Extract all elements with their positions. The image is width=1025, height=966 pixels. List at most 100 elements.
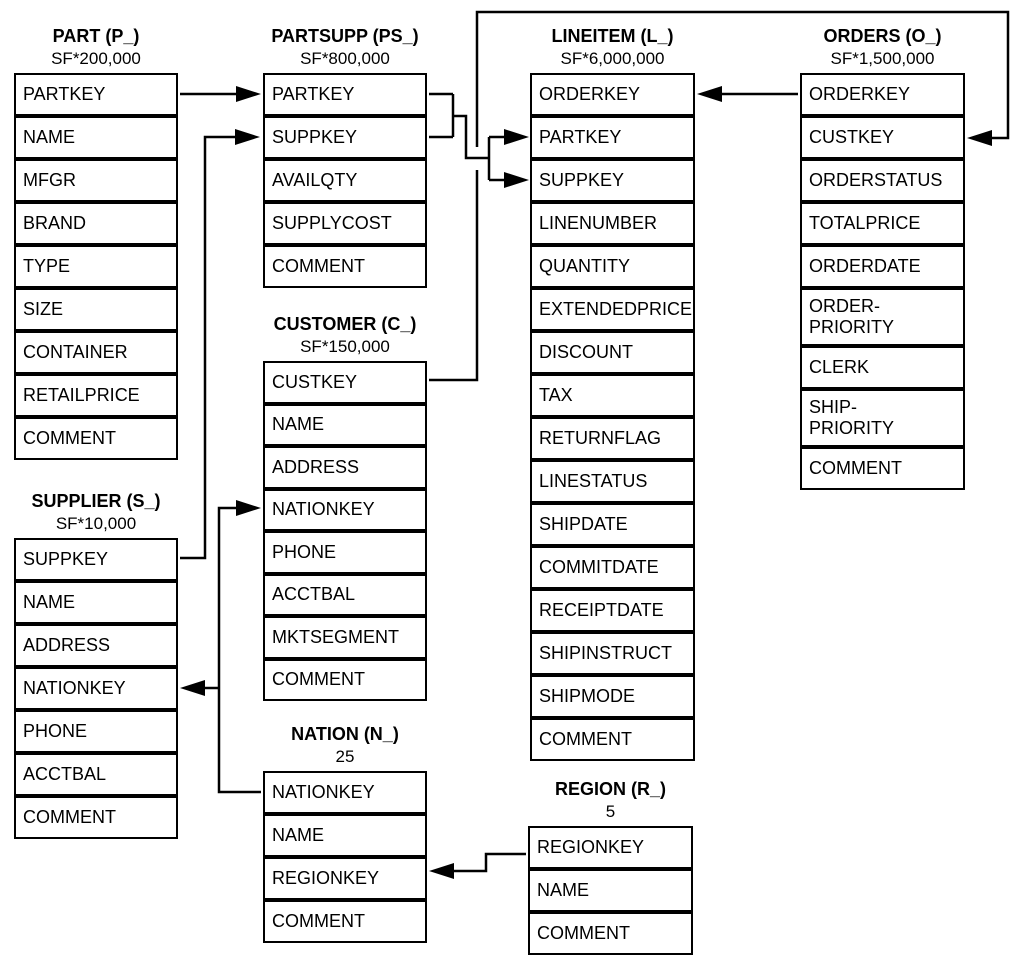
field-label: COMMENT (539, 729, 632, 749)
field-label: COMMENT (809, 458, 902, 478)
table-rows: ORDERKEY PARTKEY SUPPKEY LINENUMBER QUANTITY… (530, 73, 695, 761)
table-row: PARTKEY (263, 73, 427, 116)
table-title: LINEITEM (L_) (551, 26, 674, 46)
field-label: COMMENT (23, 428, 116, 448)
table-row: EXTENDEDPRICE (530, 288, 695, 331)
table-row: NATIONKEY (263, 488, 427, 531)
field-label: SIZE (23, 299, 64, 319)
table-row: PHONE (263, 531, 427, 574)
table-row: BRAND (14, 202, 178, 245)
table-row: MKTSEGMENT (263, 616, 427, 659)
field-label: NAME (23, 592, 76, 612)
table-row: RECEIPTDATE (530, 589, 695, 632)
field-label: CONTAINER (23, 342, 128, 362)
table-row: COMMENT (14, 796, 178, 839)
field-label: SHIPMODE (539, 686, 636, 706)
field-label: LINESTATUS (539, 471, 648, 491)
field-label: COMMENT (23, 807, 116, 827)
field-label: ADDRESS (272, 456, 360, 477)
table-row: NAME (14, 116, 178, 159)
field-label: CLERK (809, 357, 870, 377)
field-label: NATIONKEY (272, 499, 375, 520)
table-title: SUPPLIER (S_) (31, 491, 161, 511)
table-row: ACCTBAL (263, 573, 427, 616)
table-cardinality: SF*10,000 (55, 514, 137, 533)
field-label: REGIONKEY (272, 868, 380, 888)
field-label: NAME (272, 825, 325, 845)
field-label: SUPPKEY (539, 170, 625, 190)
table-cardinality: SF*6,000,000 (560, 49, 665, 68)
table-rows: ORDERKEY CUSTKEY ORDERSTATUS TOTALPRICE ORDE… (800, 73, 965, 490)
table-row: TOTALPRICE (800, 202, 965, 245)
field-label: BRAND (23, 213, 87, 233)
field-label: SHIP- PRIORITY (809, 397, 895, 438)
table-row: COMMENT (263, 658, 427, 701)
field-label: CUSTKEY (809, 127, 895, 147)
table-rows: NATIONKEY NAME REGIONKEY COMMENT (263, 771, 427, 943)
field-label: AVAILQTY (272, 170, 358, 190)
table-row: NAME (263, 814, 427, 857)
field-label: TYPE (23, 256, 71, 276)
table-row: SUPPKEY (263, 116, 427, 159)
field-label: PHONE (23, 721, 88, 741)
field-label: COMMENT (272, 911, 365, 931)
field-label: SUPPKEY (272, 127, 358, 147)
field-label: NATIONKEY (23, 678, 126, 698)
table-row: COMMENT (14, 417, 178, 460)
table-row: ACCTBAL (14, 753, 178, 796)
field-label: COMMENT (272, 669, 365, 690)
table-row: TYPE (14, 245, 178, 288)
field-label: PARTKEY (539, 127, 622, 147)
table-row: NAME (263, 403, 427, 446)
table-row: CLERK (800, 346, 965, 389)
table-supplier: SUPPLIER (S_) SF*10,000 SUPPKEY NAME ADDRE… (14, 490, 178, 839)
table-row: AVAILQTY (263, 159, 427, 202)
table-cardinality: SF*200,000 (51, 49, 141, 68)
table-row: REGIONKEY (528, 826, 693, 869)
table-row: ADDRESS (14, 624, 178, 667)
table-row: ORDER- PRIORITY (800, 288, 965, 346)
table-row: COMMENT (263, 900, 427, 943)
field-label: PHONE (272, 541, 337, 562)
field-label: ORDERKEY (539, 84, 641, 104)
field-label: PARTKEY (272, 84, 355, 104)
field-label: NATIONKEY (272, 782, 375, 802)
table-row: COMMENT (263, 245, 427, 288)
table-row: SUPPKEY (14, 538, 178, 581)
table-row: ORDERKEY (800, 73, 965, 116)
table-row: COMMENT (800, 447, 965, 490)
field-label: ORDERSTATUS (809, 170, 943, 190)
field-label: EXTENDEDPRICE (539, 299, 693, 319)
table-cardinality: SF*800,000 (300, 49, 390, 68)
field-label: ORDER- PRIORITY (809, 296, 895, 337)
table-title: ORDERS (O_) (823, 26, 942, 46)
table-row: LINENUMBER (530, 202, 695, 245)
field-label: ACCTBAL (23, 764, 107, 784)
field-label: COMMITDATE (539, 557, 659, 577)
table-row: CONTAINER (14, 331, 178, 374)
table-lineitem: LINEITEM (L_) SF*6,000,000 ORDERKEY PARTK… (530, 25, 695, 761)
table-row: SIZE (14, 288, 178, 331)
table-cardinality: SF*150,000 (300, 337, 390, 356)
field-label: RETAILPRICE (23, 385, 140, 405)
field-label: NAME (23, 127, 76, 147)
table-title: PARTSUPP (PS_) (271, 26, 419, 46)
table-row: NATIONKEY (263, 771, 427, 814)
table-row: ORDERKEY (530, 73, 695, 116)
table-row: NAME (528, 869, 693, 912)
table-title: PART (P_) (52, 26, 140, 46)
field-label: ORDERDATE (809, 256, 921, 276)
table-row: ORDERSTATUS (800, 159, 965, 202)
field-label: QUANTITY (539, 256, 631, 276)
field-label: MFGR (23, 170, 76, 190)
table-row: SUPPLYCOST (263, 202, 427, 245)
arrow-partsupp-lineitem (429, 92, 529, 188)
table-partsupp: PARTSUPP (PS_) SF*800,000 PARTKEY SUPPKEY… (263, 25, 427, 288)
field-label: SUPPLYCOST (272, 213, 392, 233)
